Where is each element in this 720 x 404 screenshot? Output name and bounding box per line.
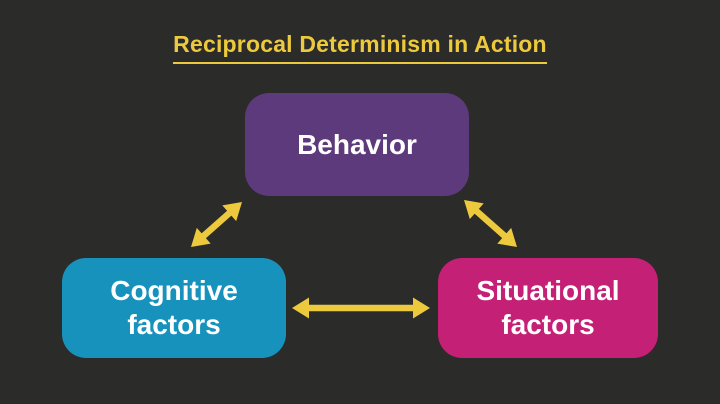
node-cognitive-factors: Cognitive factors [62,258,286,358]
node-behavior: Behavior [245,93,469,196]
arrow-cognitive-situational [292,297,430,319]
page-title: Reciprocal Determinism in Action [0,31,720,64]
node-situational-factors: Situational factors [438,258,658,358]
page-title-text: Reciprocal Determinism in Action [173,31,547,64]
arrow-behavior-situational [464,200,517,247]
arrow-behavior-cognitive [191,202,242,247]
